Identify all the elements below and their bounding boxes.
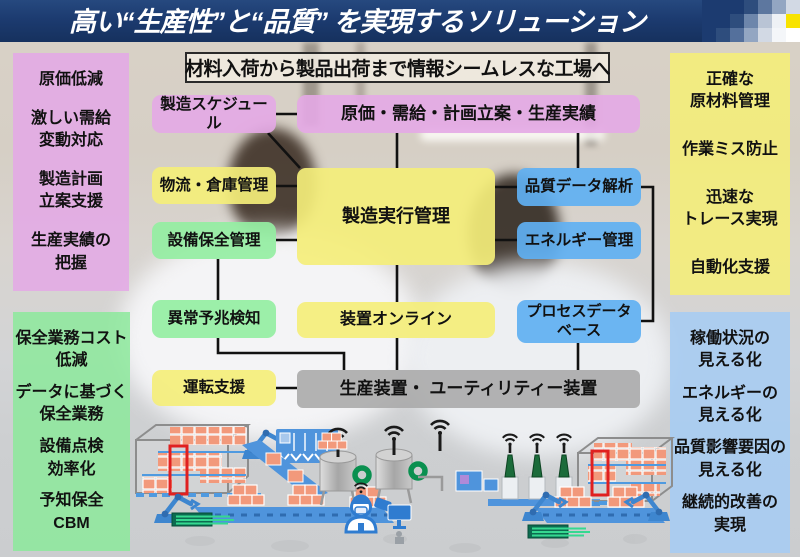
solution-box-anomaly-detection: 異常予兆検知	[152, 300, 276, 338]
benefit-item: 継続的改善の 実現	[681, 494, 778, 534]
pallet-boxes-icon	[287, 484, 325, 506]
benefit-item: 作業ミス防止	[681, 141, 778, 158]
benefit-item: 設備点検 効率化	[39, 438, 104, 478]
pallet-boxes-icon	[349, 486, 387, 508]
benefit-panel-quality: 正確な 原材料管理 作業ミス防止 迅速な トレース実現 自動化支援	[670, 53, 790, 295]
wifi-antenna-icon	[501, 433, 519, 447]
robot-arm-icon	[522, 492, 566, 521]
robot-arm-icon	[154, 494, 198, 523]
solution-box-energy-management: エネルギー管理	[517, 222, 641, 259]
highlight-frame-icon	[590, 449, 610, 497]
wifi-antenna-icon	[327, 427, 349, 445]
page-title: 高い“生産性”と“品質” を実現するソリューション	[69, 7, 646, 37]
sorter-machine-icon	[171, 512, 234, 527]
pallet-boxes-icon	[317, 432, 348, 450]
storage-tank-icon	[375, 425, 444, 504]
pump-valve-icon	[408, 461, 428, 481]
solution-box-equipment-maintenance: 設備保全管理	[152, 222, 276, 259]
solution-box-process-database: プロセスデータ ベース	[517, 300, 641, 343]
benefit-item: 保全業務コスト 低減	[15, 330, 128, 370]
benefit-item: 激しい需給 変動対応	[30, 109, 111, 150]
pallet-boxes-icon	[227, 484, 265, 506]
highlight-frame-icon	[168, 444, 189, 496]
benefit-item: 迅速な トレース実現	[682, 188, 778, 228]
pallet-boxes-icon	[607, 486, 645, 508]
benefit-item: 予知保全 CBM	[39, 492, 104, 532]
benefit-item: 原価低減	[38, 71, 103, 88]
solution-box-cost-demand-planning: 原価・需給・計画立案・生産実績	[297, 95, 640, 133]
pallet-boxes-icon	[588, 466, 616, 484]
warehouse-rack-icon	[135, 424, 251, 494]
benefit-panel-planning: 原価低減 激しい需給 変動対応 製造計画 立案支援 生産実績の 把握	[13, 53, 129, 291]
solution-box-operation-support: 運転支援	[152, 370, 276, 406]
solution-box-manufacturing-schedule: 製造スケジュール	[152, 95, 276, 133]
benefit-item: 生産実績の 把握	[30, 232, 111, 272]
benefit-panel-visualization: 稼働状況の 見える化 エネルギーの 見える化 品質影響要因の 見える化 継続的改…	[670, 312, 790, 553]
conveyor-icon	[194, 440, 394, 523]
pallet-boxes-icon	[594, 443, 632, 461]
solution-box-logistics-warehouse: 物流・倉庫管理	[152, 167, 276, 204]
benefit-panel-maintenance: 保全業務コスト 低減 データに基づく 保全業務 設備点検 効率化 予知保全 CB…	[13, 312, 130, 551]
benefit-item: 品質影響要因の 見える化	[673, 439, 786, 479]
subtitle-banner: 材料入荷から製品出荷まで情報シームレスな工場へ	[185, 52, 610, 83]
pallet-boxes-icon	[630, 482, 660, 496]
floor-shadows	[185, 534, 647, 553]
benefit-item: 正確な 原材料管理	[689, 71, 770, 111]
pump-valve-icon	[352, 465, 372, 485]
factory-illustration	[135, 419, 675, 553]
wifi-antenna-icon	[555, 433, 573, 447]
wifi-antenna-icon	[528, 433, 546, 447]
monitor-icon	[387, 504, 412, 544]
solution-box-quality-data-analysis: 品質データ解析	[517, 168, 641, 206]
photo-person-coat	[406, 262, 671, 457]
title-banner: 高い“生産性”と“品質” を実現するソリューション	[0, 0, 800, 42]
tag-icon	[374, 497, 392, 512]
machine-icon	[455, 470, 499, 492]
pallet-boxes-icon	[554, 486, 592, 508]
robot-arm-icon	[626, 492, 670, 521]
benefit-item: エネルギーの 見える化	[681, 384, 778, 425]
worker-icon	[344, 482, 392, 534]
warehouse-rack-icon	[577, 437, 675, 502]
solution-box-equipment-online: 装置オンライン	[297, 302, 495, 338]
benefit-item: 稼働状況の 見える化	[689, 330, 770, 370]
pallet-boxes-icon	[626, 447, 666, 475]
wifi-antenna-icon	[383, 425, 405, 443]
solution-box-production-utility-equipment: 生産装置・ ユーティリティー装置	[297, 370, 640, 408]
benefit-item: 自動化支援	[689, 258, 770, 276]
storage-tank-icon	[319, 427, 372, 506]
wifi-antenna-icon	[429, 419, 451, 451]
robot-arm-icon	[242, 430, 286, 459]
hopper-machine-icon	[276, 429, 338, 463]
solution-box-manufacturing-execution: 製造実行管理	[297, 168, 495, 265]
benefit-item: 製造計画 立案支援	[38, 171, 103, 211]
sorter-machine-icon	[527, 524, 590, 539]
pixel-mosaic-decoration	[702, 0, 800, 42]
bottle-line-icon	[488, 433, 600, 506]
pallet-boxes-icon	[136, 427, 266, 497]
benefit-item: データに基づく 保全業務	[15, 384, 128, 424]
conveyor-icon	[535, 501, 665, 523]
